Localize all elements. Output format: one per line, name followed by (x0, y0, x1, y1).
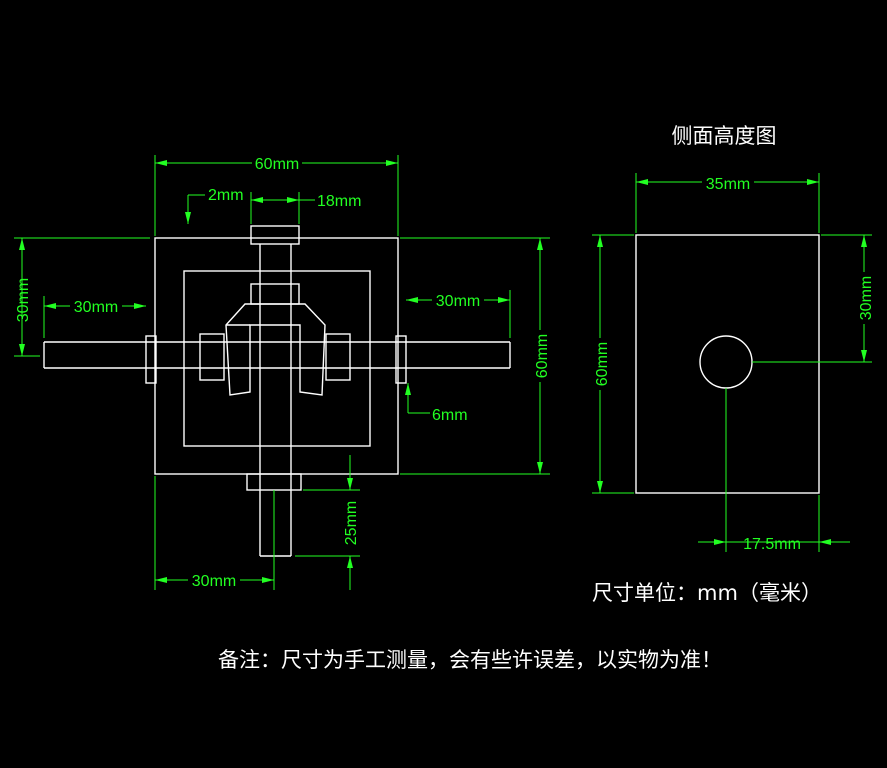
dim-60mm-right: 60mm (534, 334, 551, 378)
dim-18mm: 18mm (317, 193, 361, 210)
dim-30mm-left-shaft: 30mm (74, 299, 118, 316)
top-shaft-cap (250, 225, 300, 245)
bottom-flange (246, 473, 302, 491)
dim-30mm-bottom: 30mm (192, 573, 236, 590)
dim-30mm-side: 30mm (858, 276, 875, 320)
dim-17-5mm: 17.5mm (743, 536, 801, 553)
left-bearing (199, 333, 225, 381)
side-housing (635, 234, 820, 494)
dim-60mm-top: 60mm (255, 156, 299, 173)
dim-25mm: 25mm (343, 501, 360, 545)
front-view (43, 225, 511, 557)
right-bearing (325, 333, 351, 381)
inner-housing (183, 270, 371, 447)
side-view: 侧面高度图 35mm 60mm 30mm 17.5mm (592, 124, 875, 553)
side-view-title: 侧面高度图 (672, 124, 777, 148)
dim-35mm: 35mm (706, 176, 750, 193)
dim-30mm-left-height: 30mm (15, 278, 32, 322)
left-shaft-collar (145, 335, 157, 384)
shaft-hole (699, 335, 753, 389)
dim-6mm: 6mm (432, 407, 468, 424)
front-view-dimensions: 60mm 2mm 18mm 30mm 30mm 30mm (14, 155, 551, 590)
bevel-gear (225, 303, 326, 396)
outer-housing (154, 237, 399, 475)
dim-60mm-side: 60mm (594, 342, 611, 386)
dim-2mm: 2mm (208, 187, 244, 204)
dim-30mm-right-shaft: 30mm (436, 293, 480, 310)
remark: 备注：尺寸为手工测量，会有些许误差，以实物为准！ (218, 648, 722, 672)
unit-note: 尺寸单位：mm（毫米） (592, 581, 822, 605)
upper-bearing (250, 283, 300, 305)
right-shaft-collar (395, 335, 407, 384)
